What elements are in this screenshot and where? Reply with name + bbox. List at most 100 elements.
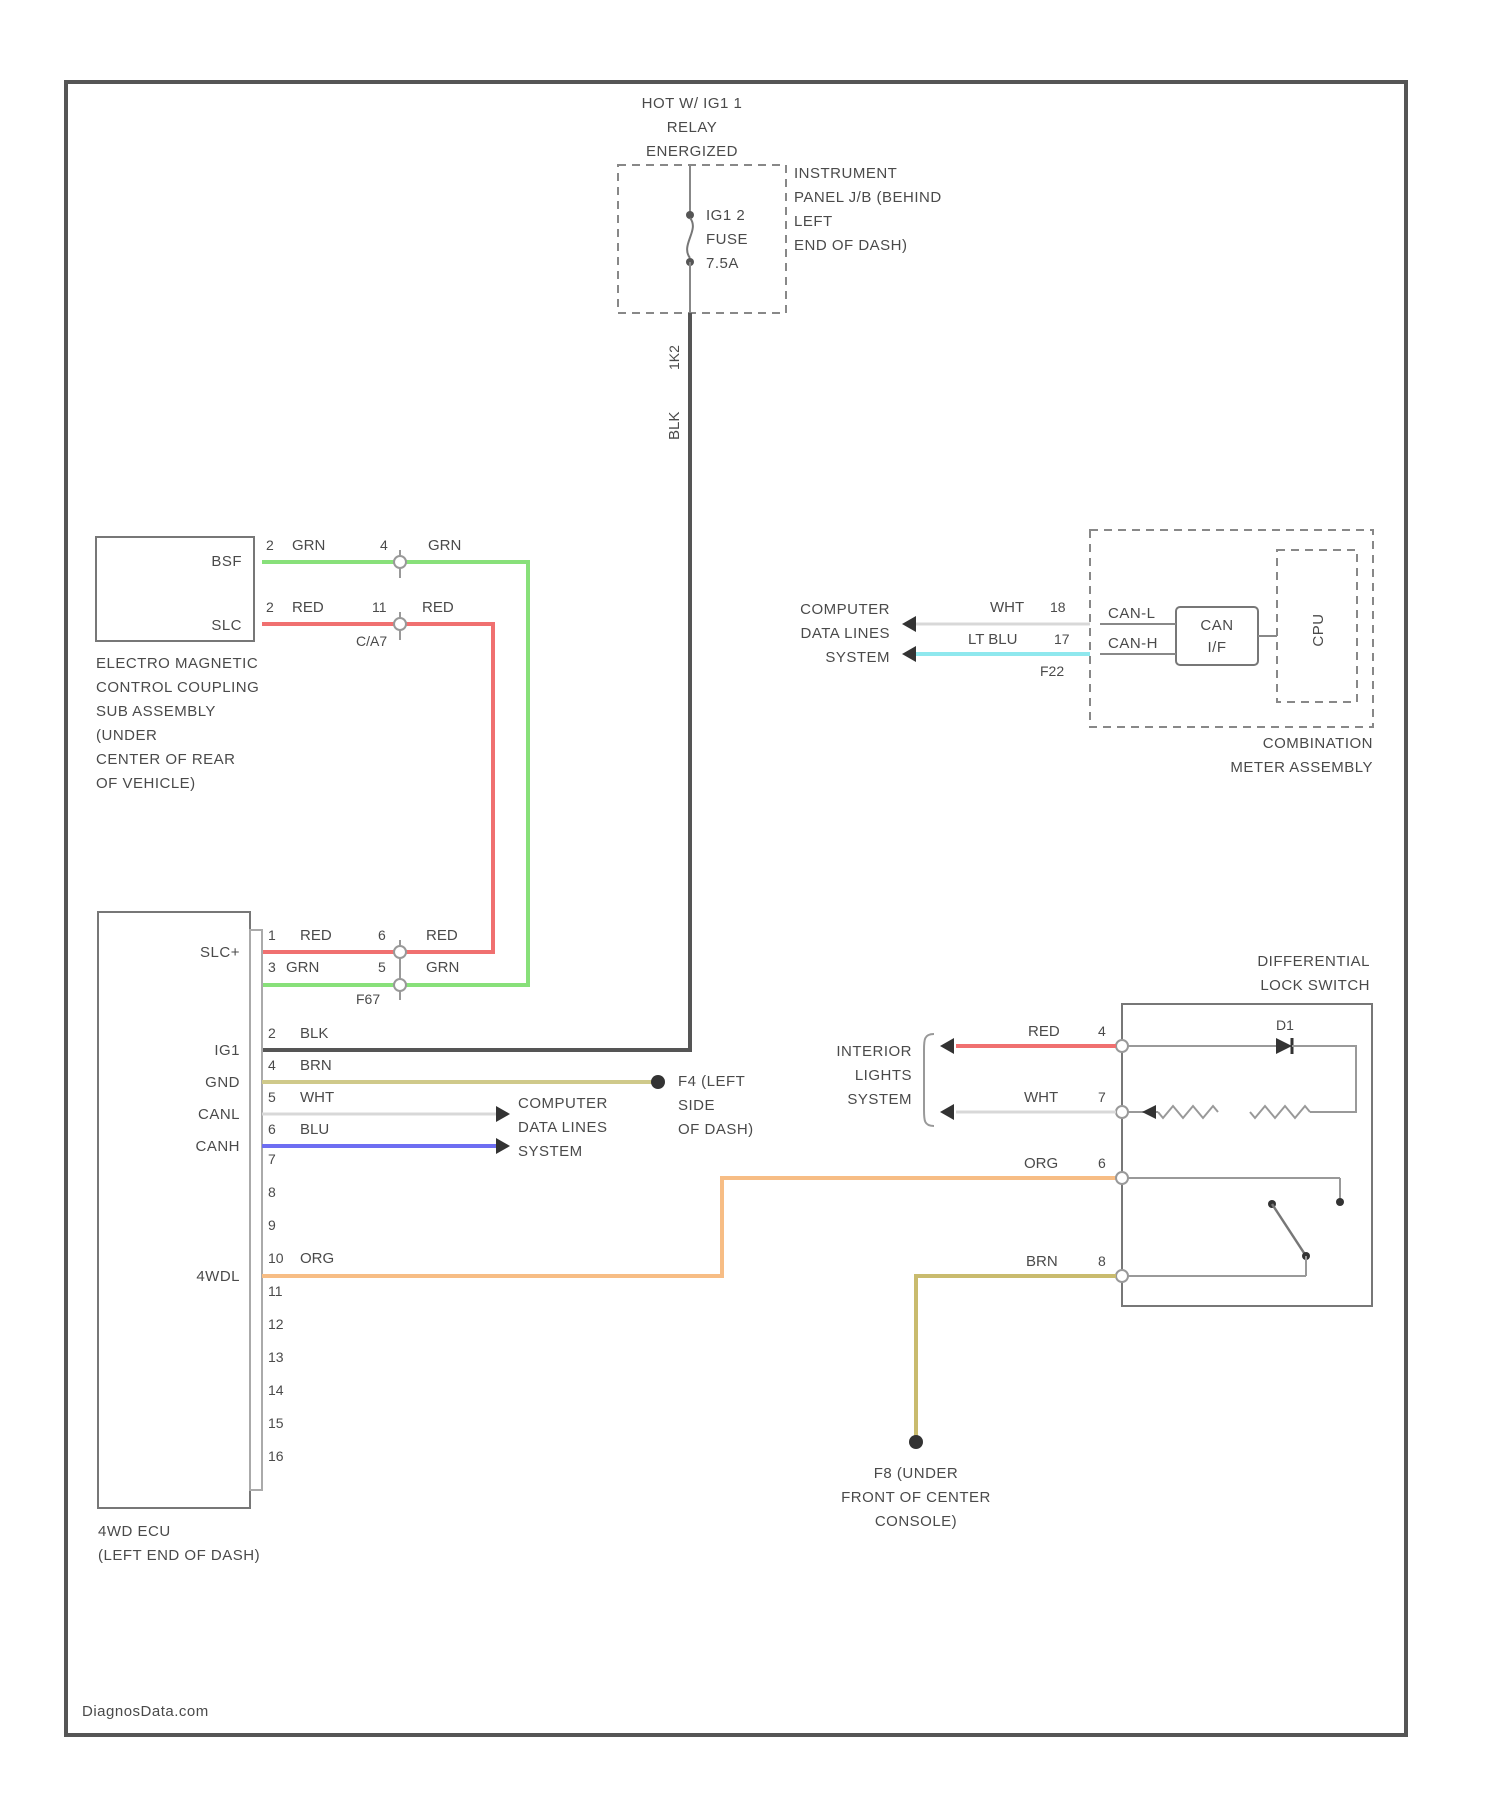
wire-red-slc <box>262 624 493 952</box>
ecu-pin-number: 7 <box>268 1151 276 1167</box>
wire-pin: 2 <box>266 537 274 553</box>
arrow-icon <box>496 1106 510 1122</box>
lights-system-line: LIGHTS <box>855 1067 912 1084</box>
coupling-pin-label: SLC <box>211 617 242 634</box>
ecu-pin-number: 14 <box>268 1382 284 1398</box>
ecu-pin-number: 8 <box>268 1184 276 1200</box>
diff-wire-color: RED <box>1028 1023 1060 1040</box>
connector-label-1k2: 1K2 <box>666 345 682 370</box>
led-label: D1 <box>1276 1017 1294 1033</box>
ecu-pin-numbers: 7 8 9 11 12 13 14 15 16 <box>268 1151 284 1464</box>
cpu-label: CPU <box>1310 613 1327 646</box>
connector-label: C/A7 <box>356 633 387 649</box>
jb-location-line: PANEL J/B (BEHIND <box>794 189 942 206</box>
ecu-box <box>98 912 250 1508</box>
ecu-wire-labels: 1 RED 6 RED 3 GRN 5 GRN F67 2 BLK 4 BRN … <box>268 927 459 1267</box>
connector-label: F67 <box>356 991 380 1007</box>
meter-name-line: COMBINATION <box>1263 735 1373 752</box>
meter-wire-color: WHT <box>990 599 1024 616</box>
diff-wire-pin: 7 <box>1098 1089 1106 1105</box>
ground-point-icon <box>651 1075 665 1089</box>
junction-block-outline <box>618 165 786 313</box>
diff-wire-pin: 8 <box>1098 1253 1106 1269</box>
ecu-system-line: DATA LINES <box>518 1119 607 1136</box>
wire-color: GRN <box>428 537 461 554</box>
meter-wire-pin: 18 <box>1050 599 1066 615</box>
ground-f8-line: F8 (UNDER <box>874 1465 959 1482</box>
ground-f4-line: F4 (LEFT <box>678 1073 745 1090</box>
wire-pin: 2 <box>266 599 274 615</box>
diff-switch-name-line: DIFFERENTIAL <box>1257 953 1370 970</box>
jb-location-line: LEFT <box>794 213 833 230</box>
wire-pin: 6 <box>378 927 386 943</box>
can-if-box <box>1176 607 1258 665</box>
wire-color: GRN <box>286 959 319 976</box>
wire-pin: 5 <box>268 1089 276 1105</box>
wire-pin: 5 <box>378 959 386 975</box>
arrow-icon <box>902 616 916 632</box>
fuse-label-line: 7.5A <box>706 255 739 272</box>
meter-system-line: DATA LINES <box>801 625 890 642</box>
relay-title-line: ENERGIZED <box>646 143 738 160</box>
wire-pin: 4 <box>380 537 388 553</box>
ecu-pin-number: 13 <box>268 1349 284 1365</box>
ground-f4-line: OF DASH) <box>678 1121 754 1138</box>
coupling-desc-line: ELECTRO MAGNETIC <box>96 655 258 672</box>
ecu-pin-label: CANL <box>198 1106 240 1123</box>
wire-color: RED <box>300 927 332 944</box>
wire-color: RED <box>426 927 458 944</box>
ecu-pin-number: 15 <box>268 1415 284 1431</box>
wire-color: GRN <box>292 537 325 554</box>
wire-pin: 10 <box>268 1250 284 1266</box>
wire-pin: 1 <box>268 927 276 943</box>
wire-color: WHT <box>300 1089 334 1106</box>
blk-wire-label: BLK <box>666 412 683 440</box>
wire-color: BLK <box>300 1025 328 1042</box>
ecu-connector-strip <box>250 930 262 1490</box>
wire-color: BLU <box>300 1121 329 1138</box>
wire-color: BRN <box>300 1057 332 1074</box>
fuse-label-line: FUSE <box>706 231 748 248</box>
wire-pin: 2 <box>268 1025 276 1041</box>
ecu-system-line: SYSTEM <box>518 1143 583 1160</box>
meter-system-line: COMPUTER <box>800 601 890 618</box>
ground-f8-line: FRONT OF CENTER <box>841 1489 991 1506</box>
meter-wire-color: LT BLU <box>968 631 1017 648</box>
lights-system-line: SYSTEM <box>847 1091 912 1108</box>
wire-pin: 3 <box>268 959 276 975</box>
can-if-line: I/F <box>1208 639 1227 656</box>
fuse-label-line: IG1 2 <box>706 207 745 224</box>
coupling-desc-line: OF VEHICLE) <box>96 775 196 792</box>
wire-color: RED <box>422 599 454 616</box>
relay-title-line: RELAY <box>667 119 718 136</box>
wire-color: ORG <box>300 1250 334 1267</box>
wire-org-4wdl <box>262 1178 1122 1276</box>
wire-pin: 11 <box>372 599 387 615</box>
ecu-pin-label: 4WDL <box>196 1268 240 1285</box>
arrow-icon <box>496 1138 510 1154</box>
diff-wire-pin: 6 <box>1098 1155 1106 1171</box>
combination-meter: CPU CAN I/F CAN-L CAN-H COMBINATION METE… <box>1090 530 1373 776</box>
lights-system-line: INTERIOR <box>836 1043 912 1060</box>
coupling-block: BSF SLC ELECTRO MAGNETIC CONTROL COUPLIN… <box>96 537 259 792</box>
diff-switch-name-line: LOCK SWITCH <box>1260 977 1370 994</box>
coupling-desc-line: CENTER OF REAR <box>96 751 236 768</box>
arrow-icon <box>940 1038 954 1054</box>
fuse-element <box>687 218 693 258</box>
diagram-frame <box>66 82 1406 1735</box>
diff-wire-pin: 4 <box>1098 1023 1106 1039</box>
wire-brn-ground <box>916 1276 1116 1438</box>
meter-connector-label: F22 <box>1040 663 1064 679</box>
ecu-name-line: 4WD ECU <box>98 1523 171 1540</box>
wire-pin: 4 <box>268 1057 276 1073</box>
ecu-pin-label: IG1 <box>214 1042 240 1059</box>
ecu-pin-number: 16 <box>268 1448 284 1464</box>
diff-wire-color: BRN <box>1026 1253 1058 1270</box>
arrow-icon <box>940 1104 954 1120</box>
diff-wire-color: ORG <box>1024 1155 1058 1172</box>
diff-wire-color: WHT <box>1024 1089 1058 1106</box>
coupling-desc-line: (UNDER <box>96 727 157 744</box>
relay-title-line: HOT W/ IG1 1 <box>642 95 743 112</box>
wire-color: GRN <box>426 959 459 976</box>
